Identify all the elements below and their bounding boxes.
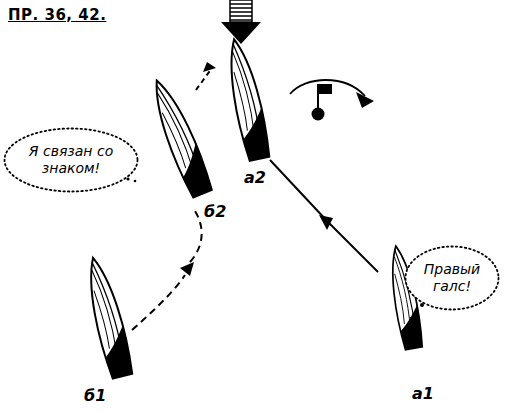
boat-a2 xyxy=(222,37,272,162)
boat-b2 xyxy=(145,76,214,199)
bubble-tail xyxy=(118,174,424,319)
bubble-text: Правый галс! xyxy=(421,261,483,295)
boat-b1 xyxy=(81,255,135,380)
boat-label: а2 xyxy=(244,168,266,187)
boat-label: а1 xyxy=(412,384,434,403)
diagram-title: ПР. 36, 42. xyxy=(8,6,106,24)
mark-rounding-symbol xyxy=(290,80,374,121)
course-line xyxy=(270,160,378,272)
boat-label: б2 xyxy=(204,202,226,221)
bubble-text: Я связан со знаком! xyxy=(25,143,117,177)
speech-bubble: Правый галс! xyxy=(404,245,500,311)
speech-bubble: Я связан со знаком! xyxy=(3,127,139,193)
arrowhead xyxy=(180,262,194,276)
arrowhead xyxy=(203,62,216,72)
wind-arrow xyxy=(221,0,261,44)
boat-label: б1 xyxy=(84,386,106,405)
